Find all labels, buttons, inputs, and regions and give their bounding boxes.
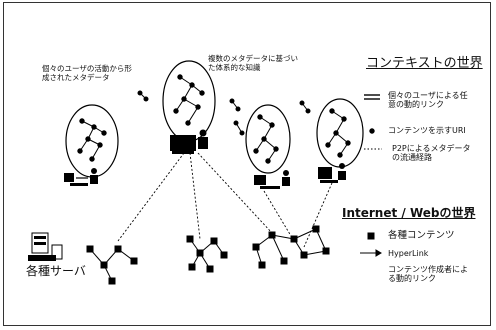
legend-symbols [360,94,382,257]
servers-label: 各種サーバ [26,264,86,278]
web-content-graph-right [252,225,330,269]
diagram-frame: 個々のユーザの活動から形成されたメタデータ 複数のメタデータに基づいた体系的な知… [3,2,491,326]
p2p-paths [117,152,333,248]
diagram-canvas [28,60,382,285]
metadata-fragments [137,90,311,136]
web-content-graph-center [186,235,228,273]
legend-p2p: P2Pによるメタデータの流通経路 [392,144,471,163]
web-content-graph-left [86,245,138,285]
context-world-title: コンテキストの世界 [366,56,483,71]
user-icon-center [170,129,208,154]
legend-uri: コンテンツを示すURI [388,126,466,135]
context-cluster-center [162,60,216,142]
annotation-user-metadata: 個々のユーザの活動から形成されたメタデータ [42,64,132,82]
web-world-title: Internet / Webの世界 [342,206,476,220]
user-icon-left [64,168,98,186]
context-cluster-right-b [316,98,364,168]
legend-creator-link: コンテンツ作成者による動的リンク [388,265,468,284]
context-cluster-right-a [245,104,291,174]
legend-dynamic-link: 個々のユーザによる任意の動的リンク [388,91,468,110]
server-icon [28,232,63,261]
user-icon-right-a [254,170,290,189]
legend-hyperlink: HyperLink [388,249,429,258]
user-icon-right-b [318,163,346,183]
context-cluster-left [65,104,119,178]
annotation-composite-knowledge: 複数のメタデータに基づいた体系的な知識 [208,54,298,72]
legend-contents: 各種コンテンツ [388,230,455,241]
